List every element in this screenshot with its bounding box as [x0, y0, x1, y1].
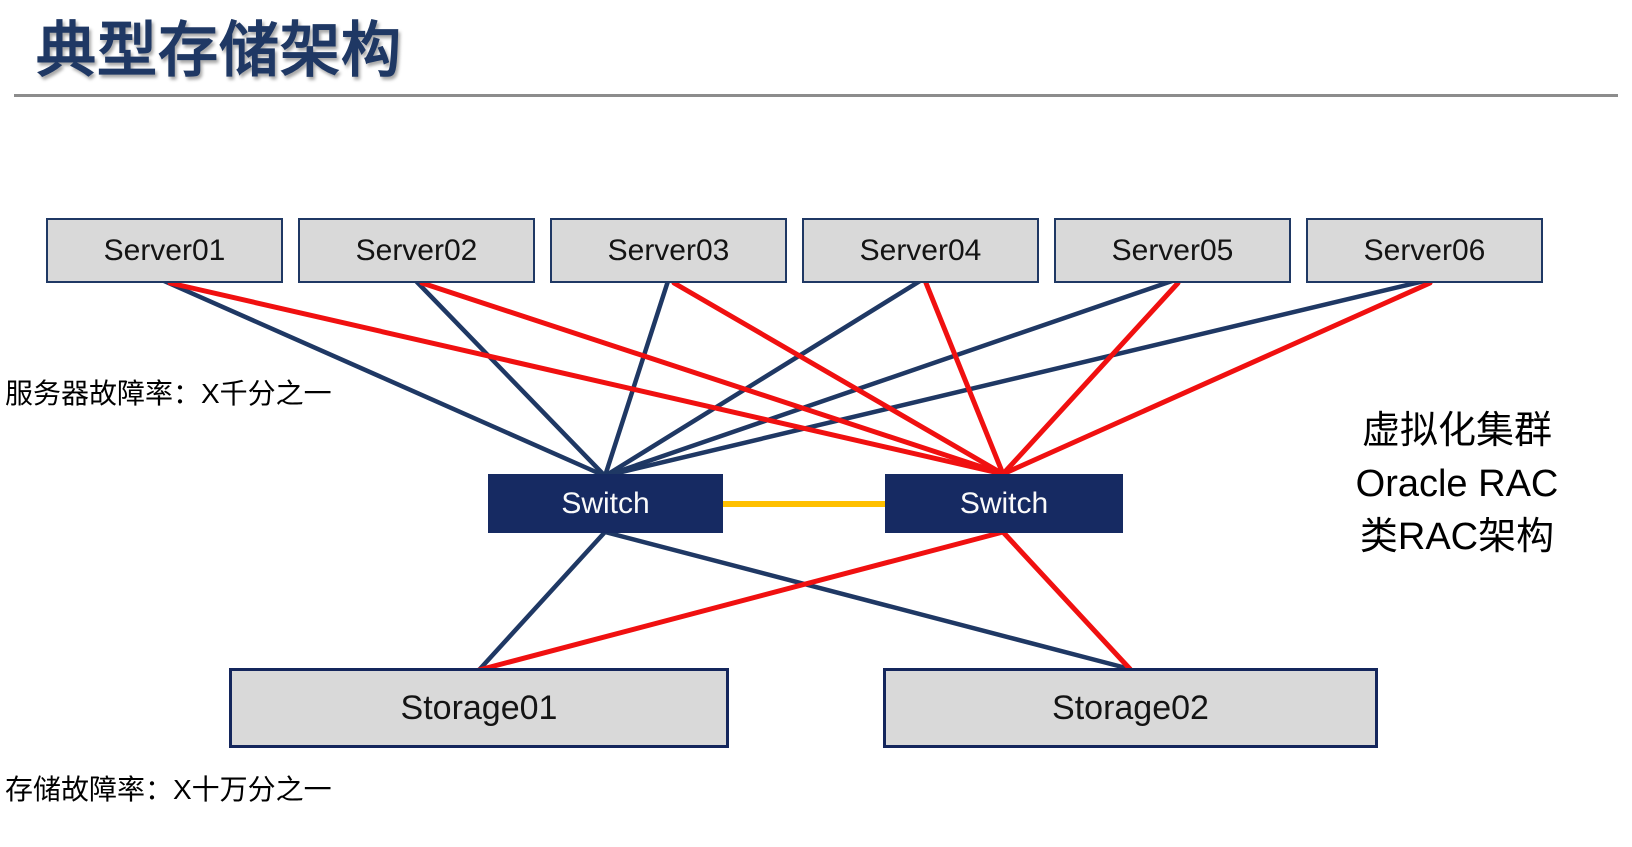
page-title: 典型存储架构: [36, 17, 402, 84]
server01-node: Server01: [46, 218, 283, 283]
storage-fault-rate-label: 存储故障率：X十万分之一: [5, 774, 332, 805]
storage01-node: Storage01: [229, 668, 729, 748]
switch-left-label: Switch: [561, 486, 650, 520]
switch-left-node: Switch: [488, 474, 723, 533]
server05-node: Server05: [1054, 218, 1291, 283]
server02-node: Server02: [298, 218, 535, 283]
server05-label: Server05: [1111, 233, 1234, 267]
storage01-label: Storage01: [400, 688, 558, 727]
switch-right-node: Switch: [885, 474, 1123, 533]
server04-node: Server04: [802, 218, 1039, 283]
server06-node: Server06: [1306, 218, 1543, 283]
server03-label: Server03: [607, 233, 730, 267]
cluster-note: 虚拟化集群 Oracle RAC 类RAC架构: [1322, 405, 1592, 564]
cluster-note-line3: 类RAC架构: [1359, 516, 1555, 558]
cluster-note-line1: 虚拟化集群: [1361, 410, 1552, 452]
storage02-node: Storage02: [883, 668, 1378, 748]
storage02-label: Storage02: [1052, 688, 1209, 727]
server06-label: Server06: [1363, 233, 1486, 267]
title-divider: [14, 94, 1618, 97]
server04-label: Server04: [859, 233, 982, 267]
server02-label: Server02: [355, 233, 478, 267]
server03-node: Server03: [550, 218, 787, 283]
server01-label: Server01: [103, 233, 226, 267]
cluster-note-line2: Oracle RAC: [1355, 463, 1559, 505]
switch-right-label: Switch: [959, 486, 1049, 520]
server-fault-rate-label: 服务器故障率：X千分之一: [5, 378, 332, 409]
